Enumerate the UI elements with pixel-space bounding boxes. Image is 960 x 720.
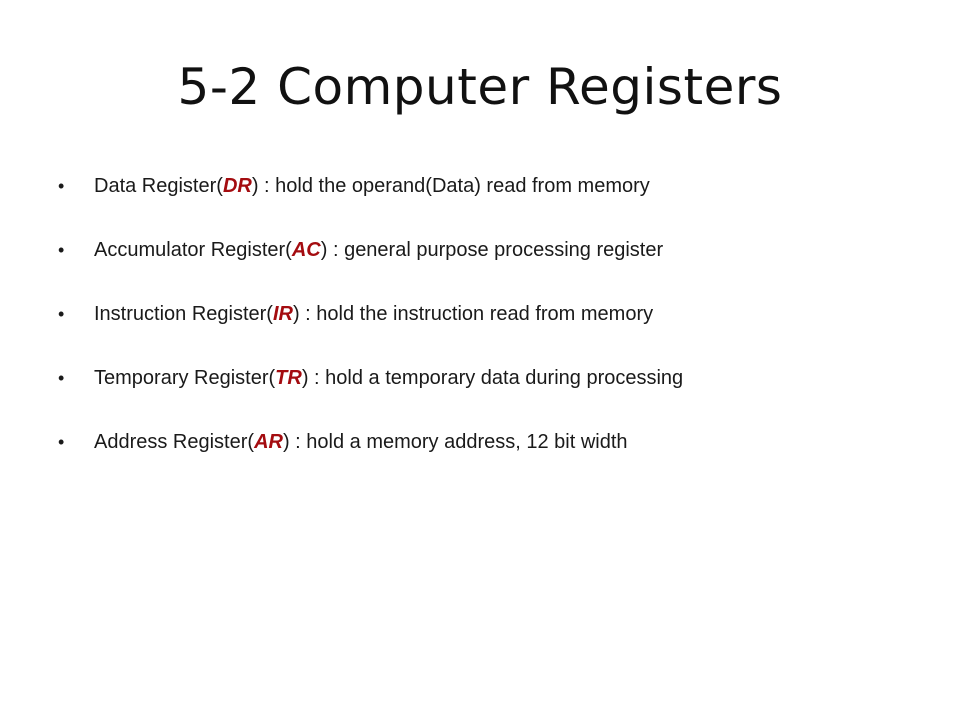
bullet-text: Temporary Register(TR) : hold a temporar… bbox=[94, 358, 683, 398]
register-abbr: DR bbox=[222, 175, 252, 197]
register-name: Accumulator Register( bbox=[94, 239, 292, 261]
bullet-list: • Data Register(DR) : hold the operand(D… bbox=[58, 166, 938, 486]
bullet-item-ir: • Instruction Register(IR) : hold the in… bbox=[58, 294, 938, 334]
bullet-item-ar: • Address Register(AR) : hold a memory a… bbox=[58, 422, 938, 462]
register-desc: ) : hold a temporary data during process… bbox=[301, 367, 684, 389]
bullet-dot-icon: • bbox=[58, 240, 65, 260]
register-desc: ) : hold the instruction read from memor… bbox=[292, 303, 654, 325]
register-abbr: AR bbox=[254, 431, 283, 453]
bullet-dot-icon: • bbox=[58, 368, 65, 388]
register-name: Instruction Register( bbox=[94, 303, 273, 325]
register-name: Data Register( bbox=[94, 175, 223, 197]
bullet-item-dr: • Data Register(DR) : hold the operand(D… bbox=[58, 166, 938, 206]
bullet-item-tr: • Temporary Register(TR) : hold a tempor… bbox=[58, 358, 938, 398]
register-abbr: AC bbox=[291, 239, 321, 261]
bullet-dot-icon: • bbox=[58, 304, 65, 324]
bullet-text: Accumulator Register(AC) : general purpo… bbox=[94, 230, 663, 270]
register-name: Temporary Register( bbox=[94, 367, 276, 389]
slide-title: 5-2 Computer Registers bbox=[177, 58, 783, 116]
bullet-dot-icon: • bbox=[58, 432, 65, 452]
register-abbr: IR bbox=[272, 303, 293, 325]
bullet-text: Address Register(AR) : hold a memory add… bbox=[94, 422, 628, 462]
register-name: Address Register( bbox=[94, 431, 255, 453]
register-desc: ) : general purpose processing register bbox=[320, 239, 664, 261]
bullet-text: Instruction Register(IR) : hold the inst… bbox=[94, 294, 653, 334]
register-abbr: TR bbox=[275, 367, 302, 389]
register-desc: ) : hold a memory address, 12 bit width bbox=[282, 431, 628, 453]
bullet-item-ac: • Accumulator Register(AC) : general pur… bbox=[58, 230, 938, 270]
bullet-dot-icon: • bbox=[58, 176, 65, 196]
bullet-text: Data Register(DR) : hold the operand(Dat… bbox=[94, 166, 650, 206]
register-desc: ) : hold the operand(Data) read from mem… bbox=[251, 175, 650, 197]
